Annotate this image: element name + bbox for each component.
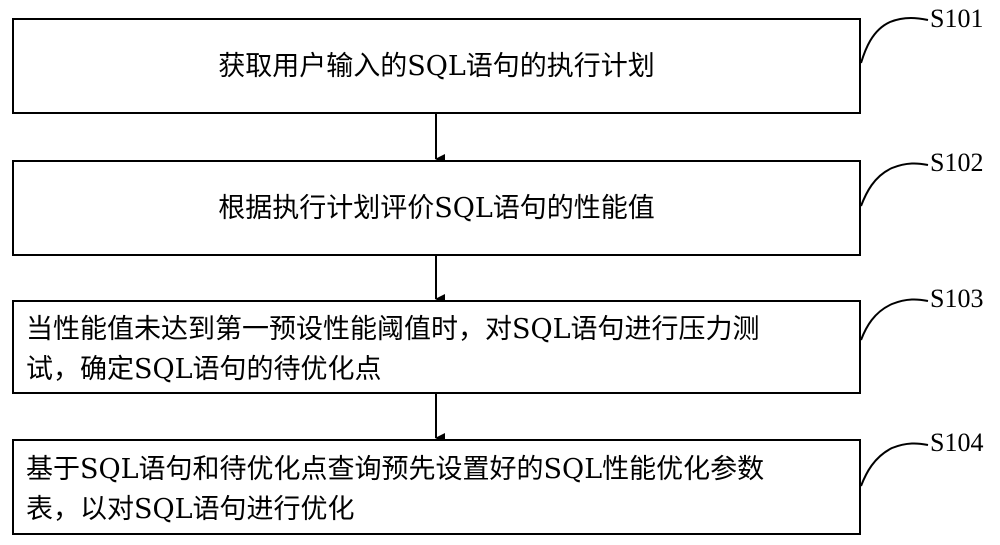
- step-label-s102: S102: [930, 148, 983, 178]
- step-label-s103: S103: [930, 284, 983, 314]
- step-box-s102: 根据执行计划评价SQL语句的性能值: [12, 160, 861, 256]
- leader-s104: [861, 443, 928, 486]
- step-label-s101: S101: [930, 4, 983, 34]
- step-box-s104: 基于SQL语句和待优化点查询预先设置好的SQL性能优化参数 表，以对SQL语句进…: [12, 439, 861, 535]
- step-text-s103-line1: 当性能值未达到第一预设性能阈值时，对SQL语句进行压力测: [26, 310, 849, 350]
- leader-s103: [861, 299, 928, 340]
- step-text-s103-line2: 试，确定SQL语句的待优化点: [26, 350, 849, 390]
- leader-s102: [861, 163, 928, 206]
- step-text-s104-line1: 基于SQL语句和待优化点查询预先设置好的SQL性能优化参数: [26, 450, 849, 490]
- leader-s101: [861, 18, 928, 63]
- step-text-s102: 根据执行计划评价SQL语句的性能值: [14, 189, 859, 229]
- step-label-s104: S104: [930, 428, 983, 458]
- step-box-s101: 获取用户输入的SQL语句的执行计划: [12, 18, 861, 114]
- step-text-s104-line2: 表，以对SQL语句进行优化: [26, 490, 849, 530]
- step-box-s103: 当性能值未达到第一预设性能阈值时，对SQL语句进行压力测 试，确定SQL语句的待…: [12, 300, 861, 394]
- step-text-s101: 获取用户输入的SQL语句的执行计划: [14, 47, 859, 87]
